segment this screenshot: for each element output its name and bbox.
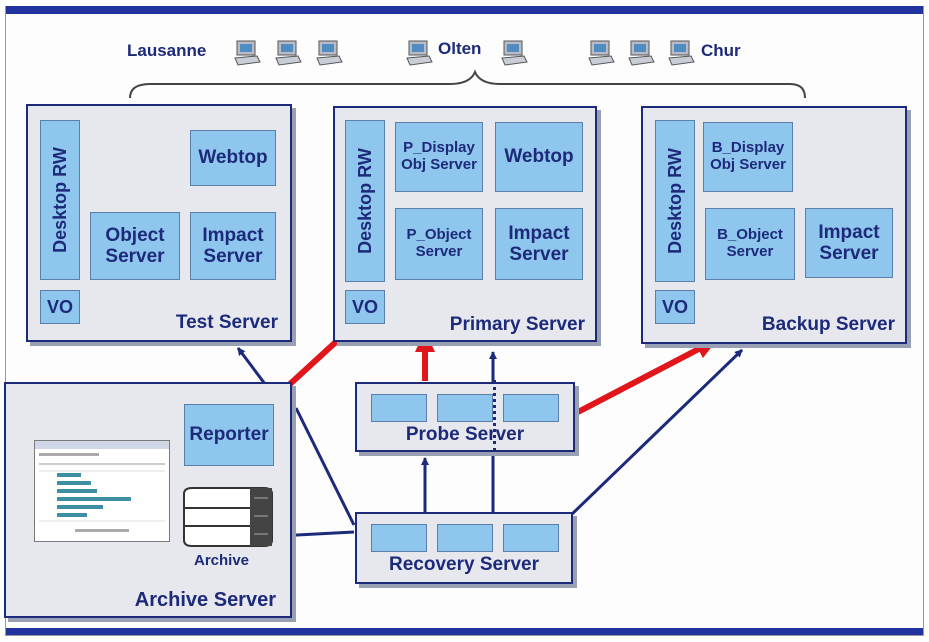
computer-icon bbox=[588, 40, 615, 66]
backup-server-title: Backup Server bbox=[761, 314, 895, 335]
probe-slot-1 bbox=[371, 394, 427, 422]
vo-box: VO bbox=[345, 290, 385, 324]
top-bar bbox=[6, 6, 923, 14]
report-chart-icon bbox=[35, 441, 169, 532]
computer-icon bbox=[275, 40, 302, 66]
desktop-rw-label: Desktop RW bbox=[49, 147, 70, 253]
arrow-archive-to-test bbox=[236, 347, 270, 389]
red-arrow-to-backup bbox=[576, 337, 718, 415]
object-server-box: Object Server bbox=[90, 212, 180, 280]
recovery-slot-3 bbox=[503, 524, 559, 552]
impact-server-box: Impact Server bbox=[190, 212, 276, 280]
p-object-server-box: P_Object Server bbox=[395, 208, 483, 280]
probe-slot-2 bbox=[437, 394, 493, 422]
database-icon bbox=[183, 487, 273, 547]
desktop-rw-label: Desktop RW bbox=[664, 148, 685, 254]
recovery-slot-1 bbox=[371, 524, 427, 552]
test-server: Desktop RW VO Webtop Object Server Impac… bbox=[26, 104, 292, 342]
probe-divider bbox=[493, 380, 496, 452]
webtop-box: Webtop bbox=[495, 122, 583, 192]
probe-slot-3 bbox=[503, 394, 559, 422]
probe-server: Probe Server bbox=[355, 380, 575, 452]
computer-icon bbox=[316, 40, 343, 66]
archive-server-title: Archive Server bbox=[134, 589, 276, 611]
report-screenshot bbox=[34, 440, 170, 542]
desktop-rw-label: Desktop RW bbox=[354, 148, 375, 254]
recovery-slot-2 bbox=[437, 524, 493, 552]
primary-server-title: Primary Server bbox=[449, 314, 585, 335]
computer-icon bbox=[406, 40, 433, 66]
primary-server: Desktop RW VO P_Display Obj Server Webto… bbox=[333, 106, 597, 342]
computer-icon bbox=[501, 40, 528, 66]
webtop-box: Webtop bbox=[190, 130, 276, 186]
p-display-obj-server-box: P_Display Obj Server bbox=[395, 122, 483, 192]
desktop-rw-box: Desktop RW bbox=[345, 120, 385, 282]
desktop-rw-box: Desktop RW bbox=[655, 120, 695, 282]
site-lausanne: Lausanne bbox=[127, 41, 207, 60]
probe-server-title: Probe Server bbox=[405, 424, 525, 445]
recovery-server: Recovery Server bbox=[355, 512, 573, 584]
sites-brace bbox=[129, 69, 806, 99]
archive-label: Archive bbox=[194, 552, 250, 569]
arrow-recovery-to-backup bbox=[568, 348, 744, 518]
site-chur: Chur bbox=[701, 41, 741, 60]
computer-icon bbox=[668, 40, 695, 66]
impact-server-box: Impact Server bbox=[495, 208, 583, 280]
recovery-server-title: Recovery Server bbox=[389, 554, 539, 575]
vo-box: VO bbox=[40, 290, 80, 324]
bottom-bar bbox=[6, 628, 923, 635]
site-olten: Olten bbox=[438, 39, 482, 58]
impact-server-box: Impact Server bbox=[805, 208, 893, 278]
b-display-obj-server-box: B_Display Obj Server bbox=[703, 122, 793, 192]
test-server-title: Test Server bbox=[175, 312, 278, 333]
arrow-recovery-to-archive bbox=[294, 407, 356, 526]
backup-server: Desktop RW VO B_Display Obj Server B_Obj… bbox=[641, 106, 907, 344]
vo-box: VO bbox=[655, 290, 695, 324]
computer-icon bbox=[234, 40, 261, 66]
desktop-rw-box: Desktop RW bbox=[40, 120, 80, 280]
b-object-server-box: B_Object Server bbox=[705, 208, 795, 280]
reporter-box: Reporter bbox=[184, 404, 274, 466]
computer-icon bbox=[628, 40, 655, 66]
